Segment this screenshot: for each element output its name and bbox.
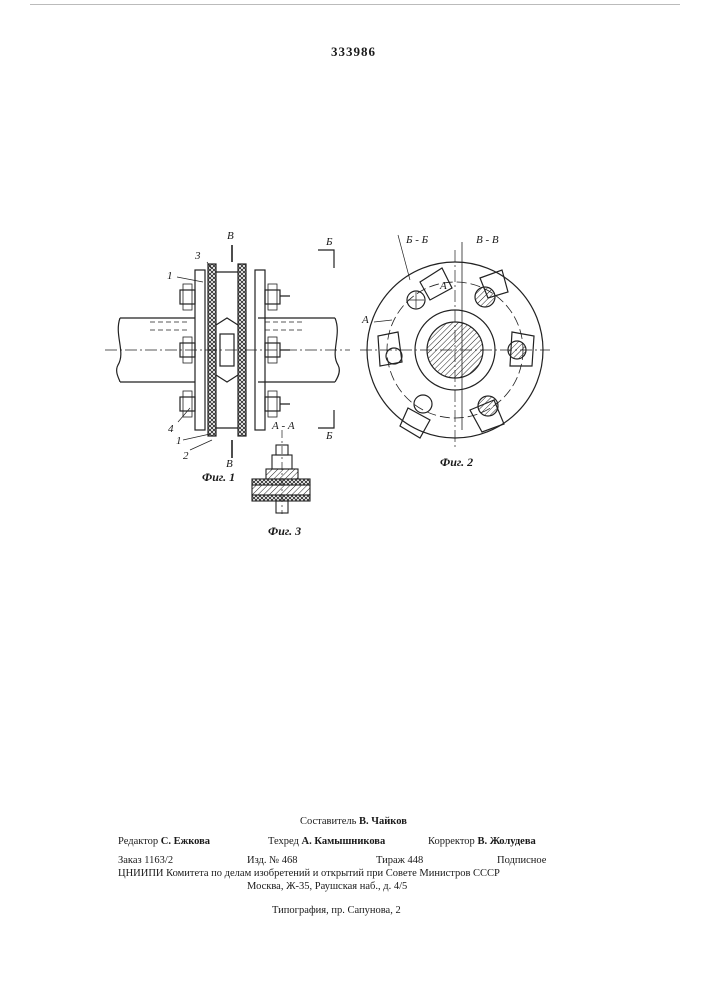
editor-label: Редактор [118, 836, 158, 847]
techred-label: Техред [268, 836, 299, 847]
fig1-caption: Фиг. 1 [202, 470, 235, 485]
fig2-mark-a-top: А [440, 280, 447, 292]
subscription-note: Подписное [497, 855, 546, 866]
callout-2: 2 [183, 450, 189, 462]
edition-number: Изд. № 468 [247, 855, 298, 866]
address-line: Москва, Ж-35, Раушская наб., д. 4/5 [247, 881, 407, 892]
callout-1-bottom: 1 [176, 435, 182, 447]
fig3-section-title: А - А [272, 420, 295, 432]
print-run: Тираж 448 [376, 855, 423, 866]
organization-line: ЦНИИПИ Комитета по делам изобретений и о… [118, 868, 548, 879]
section-mark-v-top: В [227, 230, 234, 242]
fig2-drawing [360, 235, 550, 450]
fig3-drawing [252, 430, 310, 514]
section-mark-b-bottom: Б [326, 430, 333, 442]
fig1-drawing [105, 245, 350, 458]
compiler-label: Составитель [300, 816, 356, 827]
fig2-section-title-vv: В - В [476, 234, 499, 246]
fig2-mark-a-left: А [362, 314, 369, 326]
compiler-name: В. Чайков [359, 816, 407, 827]
corrector-name: В. Жолудева [477, 836, 535, 847]
fig3-caption: Фиг. 3 [268, 524, 301, 539]
section-mark-b-top: Б [326, 236, 333, 248]
fig2-section-title-bb: Б - Б [406, 234, 428, 246]
callout-4: 4 [168, 423, 174, 435]
compiler-line: Составитель В. Чайков [300, 816, 407, 827]
callout-3: 3 [195, 250, 201, 262]
order-number: Заказ 1163/2 [118, 855, 173, 866]
editor-line: Редактор С. Ежкова [118, 836, 210, 847]
corrector-label: Корректор [428, 836, 475, 847]
section-mark-v-bottom: В [226, 458, 233, 470]
fig2-caption: Фиг. 2 [440, 455, 473, 470]
printing-house: Типография, пр. Сапунова, 2 [272, 905, 401, 916]
editor-name: С. Ежкова [161, 836, 210, 847]
techred-line: Техред А. Камышникова [268, 836, 385, 847]
techred-name: А. Камышникова [302, 836, 386, 847]
corrector-line: Корректор В. Жолудева [428, 836, 536, 847]
callout-1-top: 1 [167, 270, 173, 282]
